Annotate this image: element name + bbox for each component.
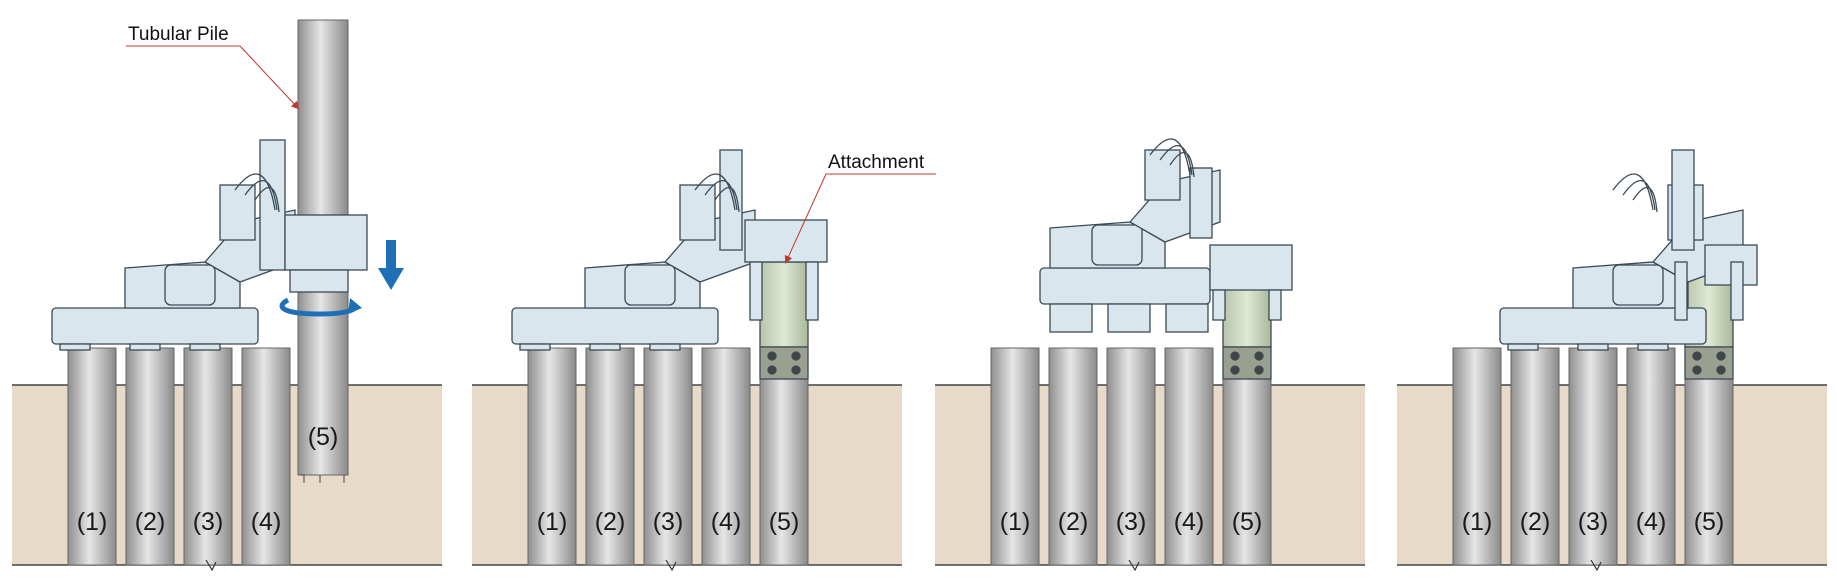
pile — [701, 347, 751, 566]
pile-label: (1) — [77, 508, 108, 536]
pile — [1106, 347, 1156, 566]
pile — [1684, 377, 1734, 566]
pile-label: (4) — [251, 508, 282, 536]
attachment-callout: Attachment — [828, 152, 925, 173]
pile — [1452, 347, 1502, 566]
down-arrow-icon — [378, 240, 404, 290]
installed-piles — [990, 347, 1272, 566]
cut-mark — [1590, 559, 1602, 572]
pile — [125, 347, 175, 566]
panel-4: (1) (2) (3) (4) (5) — [1397, 149, 1827, 572]
pile-label: (4) — [1636, 508, 1667, 536]
pile — [759, 377, 809, 566]
pile — [1048, 347, 1098, 566]
attachment — [759, 261, 809, 380]
callout-leader — [784, 173, 827, 264]
pile-label: (5) — [1232, 508, 1263, 536]
pile — [1510, 347, 1560, 566]
pile — [527, 347, 577, 566]
rotation-arrow-icon — [279, 297, 362, 317]
pile-label: (4) — [711, 508, 742, 536]
pile-driving-machine — [511, 149, 828, 351]
pile-label: (2) — [1520, 508, 1551, 536]
pile — [643, 347, 693, 566]
pile-label: (2) — [1058, 508, 1089, 536]
pile — [1568, 347, 1618, 566]
pile-label: (4) — [1174, 508, 1205, 536]
pile-driving-machine — [1039, 138, 1293, 333]
new-pile-label: (5) — [308, 423, 339, 451]
pile-label: (5) — [769, 508, 800, 536]
pile-label: (1) — [1000, 508, 1031, 536]
cut-mark — [665, 559, 677, 572]
pile — [1164, 347, 1214, 566]
pile — [585, 347, 635, 566]
pile-driving-machine — [1499, 149, 1758, 351]
panel-1: (1) (2) (3) (4) (5) Tubular Pile — [12, 19, 442, 572]
tubular-pile-callout: Tubular Pile — [128, 24, 229, 45]
pile-label: (5) — [1694, 508, 1725, 536]
panel-3: (1) (2) (3) (4) (5) — [935, 138, 1365, 572]
pile-label: (3) — [653, 508, 684, 536]
cut-mark — [1128, 559, 1140, 572]
pile-label: (3) — [193, 508, 224, 536]
pile-label: (2) — [595, 508, 626, 536]
pile — [1222, 377, 1272, 566]
pile — [67, 347, 117, 566]
callout-leader — [239, 45, 300, 110]
pile-driving-machine — [51, 139, 368, 351]
pile-label: (3) — [1578, 508, 1609, 536]
installed-piles — [1452, 347, 1734, 566]
pile-cutting-teeth — [300, 474, 345, 483]
cut-mark — [205, 559, 217, 572]
pile-label: (1) — [1462, 508, 1493, 536]
pile-label: (1) — [537, 508, 568, 536]
pile — [990, 347, 1040, 566]
installed-piles — [527, 347, 809, 566]
pile-label: (3) — [1116, 508, 1147, 536]
installed-piles — [67, 347, 291, 566]
panel-2: (1) (2) (3) (4) (5) Attachment — [472, 149, 936, 572]
pile — [241, 347, 291, 566]
pile-label: (2) — [135, 508, 166, 536]
